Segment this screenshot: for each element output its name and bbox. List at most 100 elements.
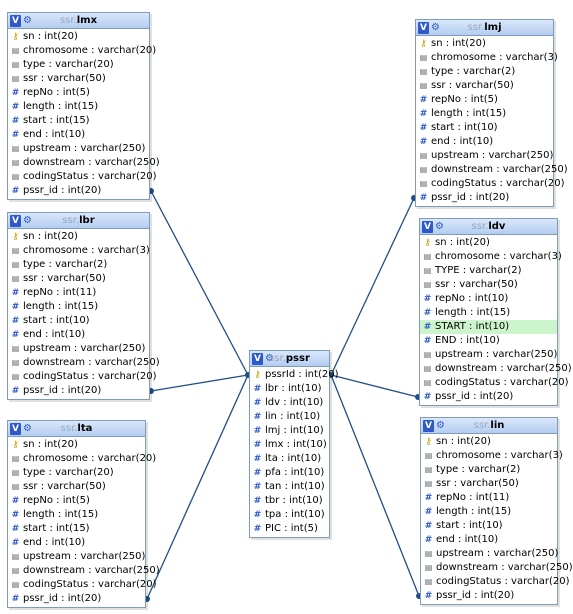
view-toggle-icon[interactable]: V	[418, 21, 429, 34]
column-row[interactable]: #repNo : int(10)	[420, 292, 557, 306]
column-row[interactable]: ▤codingStatus : varchar(20)	[421, 575, 570, 589]
view-toggle-icon[interactable]: V	[10, 14, 21, 27]
column-row[interactable]: ▤codingStatus : varchar(20)	[8, 370, 157, 384]
column-row[interactable]: #lta : int(10)	[250, 452, 329, 466]
column-row[interactable]: #length : int(15)	[8, 300, 149, 314]
column-row[interactable]: #length : int(15)	[420, 306, 557, 320]
column-row[interactable]: ▤codingStatus : varchar(20)	[420, 376, 569, 390]
column-row[interactable]: #pfa : int(10)	[250, 466, 329, 480]
column-row[interactable]: ▤type : varchar(2)	[416, 65, 553, 79]
column-row[interactable]: #length : int(15)	[421, 505, 557, 519]
column-row[interactable]: #tan : int(10)	[250, 480, 329, 494]
column-row[interactable]: ▤upstream : varchar(250)	[416, 149, 554, 163]
gear-icon[interactable]: ⚙	[431, 21, 440, 33]
table-lbr[interactable]: V⚙ssr.lbr⚷sn : int(20)▤chromosome : varc…	[7, 212, 160, 400]
column-row[interactable]: ▤type : varchar(20)	[8, 58, 149, 72]
column-row[interactable]: ⚷sn : int(20)	[8, 230, 149, 244]
column-row[interactable]: ▤downstream : varchar(250)	[416, 163, 568, 177]
view-toggle-icon[interactable]: V	[423, 419, 434, 432]
column-row[interactable]: ▤codingStatus : varchar(20)	[416, 177, 565, 191]
column-row[interactable]: ▤type : varchar(20)	[8, 466, 145, 480]
table-lta[interactable]: V⚙ssr.lta⚷sn : int(20)▤chromosome : varc…	[7, 420, 160, 608]
column-row[interactable]: ⚷sn : int(20)	[8, 30, 149, 44]
column-row[interactable]: #repNo : int(11)	[8, 286, 149, 300]
column-row[interactable]: #repNo : int(5)	[416, 93, 553, 107]
column-row[interactable]: ▤upstream : varchar(250)	[8, 342, 149, 356]
column-row[interactable]: ▤chromosome : varchar(20)	[8, 452, 156, 466]
column-row[interactable]: ▤TYPE : varchar(2)	[420, 264, 557, 278]
column-row[interactable]: #tpa : int(10)	[250, 508, 329, 522]
column-row[interactable]: #end : int(10)	[8, 536, 145, 550]
column-row[interactable]: ⚷sn : int(20)	[420, 236, 557, 250]
column-row[interactable]: #lin : int(10)	[250, 410, 329, 424]
column-row[interactable]: ▤ssr : varchar(50)	[8, 72, 149, 86]
column-row[interactable]: ▤ssr : varchar(50)	[8, 480, 145, 494]
table-lmj[interactable]: V⚙ssr.lmj⚷sn : int(20)▤chromosome : varc…	[415, 19, 568, 207]
column-row[interactable]: ▤upstream : varchar(250)	[421, 547, 559, 561]
column-row[interactable]: ▤chromosome : varchar(3)	[421, 449, 563, 463]
column-row[interactable]: ▤ssr : varchar(50)	[421, 477, 557, 491]
column-row[interactable]: ▤ssr : varchar(50)	[420, 278, 557, 292]
column-row[interactable]: #repNo : int(5)	[8, 494, 145, 508]
column-row[interactable]: #start : int(10)	[8, 314, 149, 328]
view-toggle-icon[interactable]: V	[252, 352, 263, 365]
column-row[interactable]: #repNo : int(11)	[421, 491, 557, 505]
column-row[interactable]: #end : int(10)	[421, 533, 557, 547]
column-row[interactable]: #end : int(10)	[8, 328, 149, 342]
view-toggle-icon[interactable]: V	[10, 422, 21, 435]
column-row[interactable]: ▤downstream : varchar(250)	[420, 362, 572, 376]
column-row[interactable]: ⚷sn : int(20)	[421, 435, 557, 449]
column-row[interactable]: #pssr_id : int(20)	[8, 384, 149, 398]
table-header[interactable]: V⚙ssr.lbr	[8, 213, 149, 229]
column-row[interactable]: #repNo : int(5)	[8, 86, 149, 100]
table-header[interactable]: V⚙ssr.lin	[421, 418, 557, 434]
column-row[interactable]: #lmj : int(10)	[250, 424, 329, 438]
column-row[interactable]: #pssr_id : int(20)	[8, 592, 145, 606]
column-row[interactable]: #start : int(15)	[8, 522, 145, 536]
column-row[interactable]: ▤chromosome : varchar(3)	[416, 51, 558, 65]
column-row[interactable]: #length : int(15)	[8, 100, 149, 114]
column-row[interactable]: ▤chromosome : varchar(3)	[8, 244, 150, 258]
table-header[interactable]: V⚙ssr.ldv	[420, 219, 557, 235]
column-row[interactable]: ▤chromosome : varchar(20)	[8, 44, 156, 58]
column-row[interactable]: ▤codingStatus : varchar(20)	[8, 578, 157, 592]
table-ldv[interactable]: V⚙ssr.ldv⚷sn : int(20)▤chromosome : varc…	[419, 218, 572, 406]
column-row[interactable]: #ldv : int(10)	[250, 396, 329, 410]
column-row[interactable]: #end : int(10)	[8, 128, 149, 142]
column-row[interactable]: ▤chromosome : varchar(3)	[420, 250, 562, 264]
column-row[interactable]: #START : int(10)	[420, 320, 557, 334]
column-row[interactable]: ▤type : varchar(2)	[8, 258, 149, 272]
column-row[interactable]: ▤upstream : varchar(250)	[420, 348, 558, 362]
table-header[interactable]: V⚙ssr.lmx	[8, 13, 149, 29]
table-header[interactable]: V⚙ssr.pssr	[250, 351, 329, 367]
column-row[interactable]: ▤downstream : varchar(250)	[8, 156, 160, 170]
gear-icon[interactable]: ⚙	[23, 214, 32, 226]
column-row[interactable]: ▤codingStatus : varchar(20)	[8, 170, 157, 184]
column-row[interactable]: #pssr_id : int(20)	[421, 589, 557, 603]
column-row[interactable]: #pssr_id : int(20)	[420, 390, 557, 404]
column-row[interactable]: ⚷pssrId : int(20)	[250, 368, 338, 382]
gear-icon[interactable]: ⚙	[23, 422, 32, 434]
table-pssr[interactable]: V⚙ssr.pssr⚷pssrId : int(20)#lbr : int(10…	[249, 350, 338, 538]
table-header[interactable]: V⚙ssr.lmj	[416, 20, 553, 36]
gear-icon[interactable]: ⚙	[435, 220, 444, 232]
gear-icon[interactable]: ⚙	[265, 352, 274, 364]
column-row[interactable]: #start : int(15)	[8, 114, 149, 128]
column-row[interactable]: ▤downstream : varchar(250)	[421, 561, 573, 575]
column-row[interactable]: #length : int(15)	[416, 107, 553, 121]
column-row[interactable]: #pssr_id : int(20)	[8, 184, 149, 198]
column-row[interactable]: ▤ssr : varchar(50)	[8, 272, 149, 286]
table-header[interactable]: V⚙ssr.lta	[8, 421, 145, 437]
column-row[interactable]: ▤downstream : varchar(250)	[8, 564, 160, 578]
column-row[interactable]: ▤upstream : varchar(250)	[8, 142, 149, 156]
gear-icon[interactable]: ⚙	[436, 419, 445, 431]
column-row[interactable]: #pssr_id : int(20)	[416, 191, 553, 205]
gear-icon[interactable]: ⚙	[23, 14, 32, 26]
view-toggle-icon[interactable]: V	[422, 220, 433, 233]
column-row[interactable]: ▤ssr : varchar(50)	[416, 79, 553, 93]
column-row[interactable]: #start : int(10)	[416, 121, 553, 135]
column-row[interactable]: ⚷sn : int(20)	[8, 438, 145, 452]
column-row[interactable]: #tbr : int(10)	[250, 494, 329, 508]
table-lmx[interactable]: V⚙ssr.lmx⚷sn : int(20)▤chromosome : varc…	[7, 12, 160, 200]
column-row[interactable]: ▤upstream : varchar(250)	[8, 550, 146, 564]
